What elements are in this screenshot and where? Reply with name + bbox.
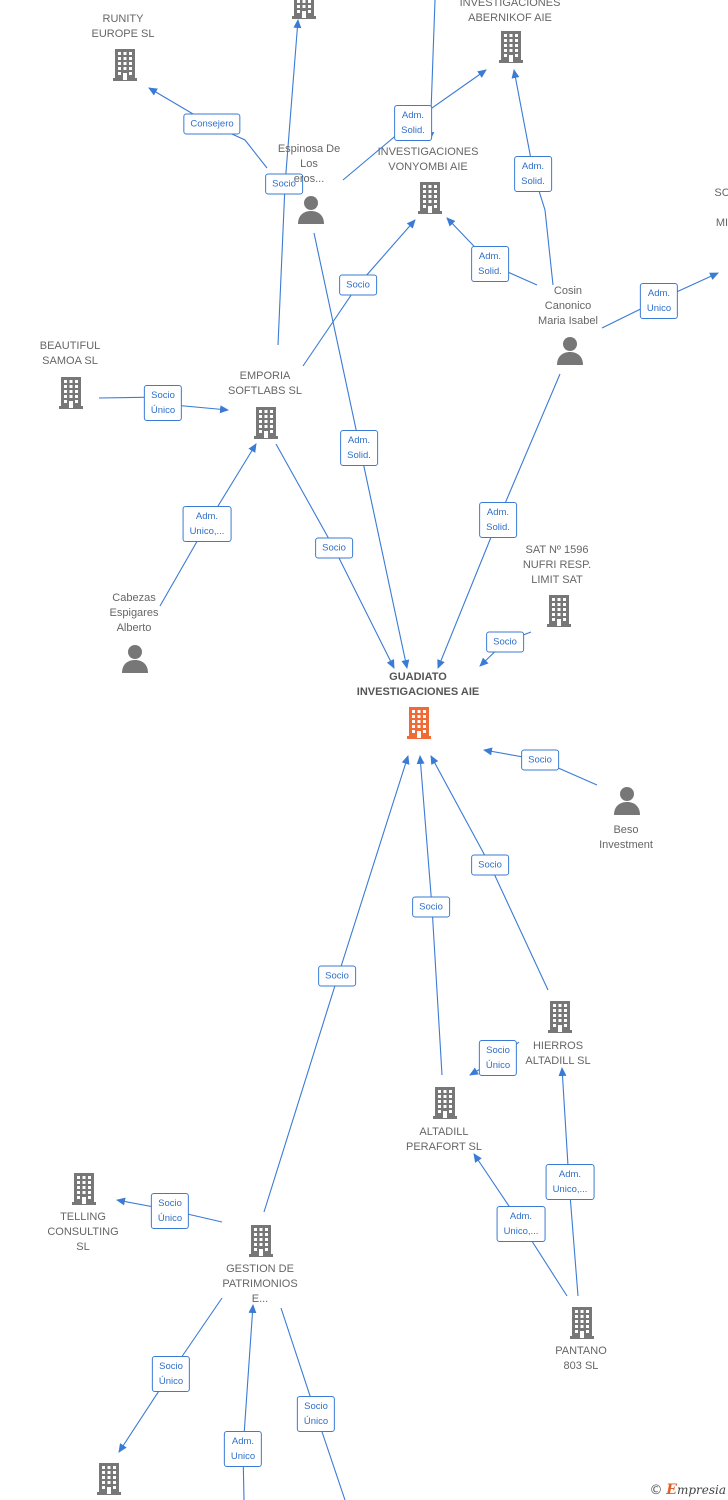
edge-label[interactable]: Adm.Solid.: [514, 156, 552, 192]
person-icon[interactable]: [612, 785, 642, 820]
edge-label[interactable]: Socio: [412, 896, 450, 918]
building-icon[interactable]: [544, 593, 574, 632]
building-icon[interactable]: [69, 1171, 99, 1210]
edge-label[interactable]: Socio: [471, 854, 509, 876]
building-icon[interactable]: [545, 999, 575, 1038]
copyright-icon: ©: [649, 1483, 663, 1498]
edge-label[interactable]: Adm.Unico,...: [182, 506, 232, 542]
building-icon[interactable]: [415, 180, 445, 219]
building-icon[interactable]: [94, 1461, 124, 1500]
edge-label[interactable]: Socio: [315, 537, 353, 559]
building-icon[interactable]: [251, 405, 281, 444]
building-icon[interactable]: [496, 29, 526, 68]
edge-label[interactable]: Adm.Solid.: [471, 246, 509, 282]
person-icon[interactable]: [296, 194, 326, 229]
edge-label[interactable]: Adm.Solid.: [394, 105, 432, 141]
edge-label[interactable]: Socio: [339, 274, 377, 296]
edge-label[interactable]: Adm.Solid.: [340, 430, 378, 466]
building-icon[interactable]: [430, 1085, 460, 1124]
edge-label[interactable]: Socio: [486, 631, 524, 653]
edge-label[interactable]: Adm.Solid.: [479, 502, 517, 538]
edge-line: [511, 69, 554, 286]
edge-label[interactable]: Adm.Unico,...: [496, 1206, 546, 1242]
edge-label[interactable]: Adm.Unico: [639, 283, 679, 319]
building-icon[interactable]: [289, 0, 319, 24]
building-icon[interactable]: [110, 47, 140, 86]
building-icon[interactable]: [56, 375, 86, 414]
edge-label[interactable]: Adm.Unico: [223, 1431, 263, 1467]
person-icon[interactable]: [120, 643, 150, 678]
edge-label[interactable]: Socio: [521, 749, 559, 771]
edge-label[interactable]: Socio: [265, 173, 303, 195]
edge-label[interactable]: Adm.Unico,...: [545, 1164, 595, 1200]
brand-initial: E: [666, 1482, 677, 1498]
building-icon[interactable]: [404, 705, 434, 744]
edge-label[interactable]: Socio: [318, 965, 356, 987]
edge-line: [242, 1304, 257, 1500]
edge-label[interactable]: Consejero: [183, 113, 241, 135]
building-icon[interactable]: [567, 1305, 597, 1344]
person-icon[interactable]: [555, 335, 585, 370]
building-icon[interactable]: [246, 1223, 276, 1262]
brand-name: mpresia: [676, 1483, 726, 1497]
empresia-logo: © Empresia: [649, 1482, 726, 1498]
